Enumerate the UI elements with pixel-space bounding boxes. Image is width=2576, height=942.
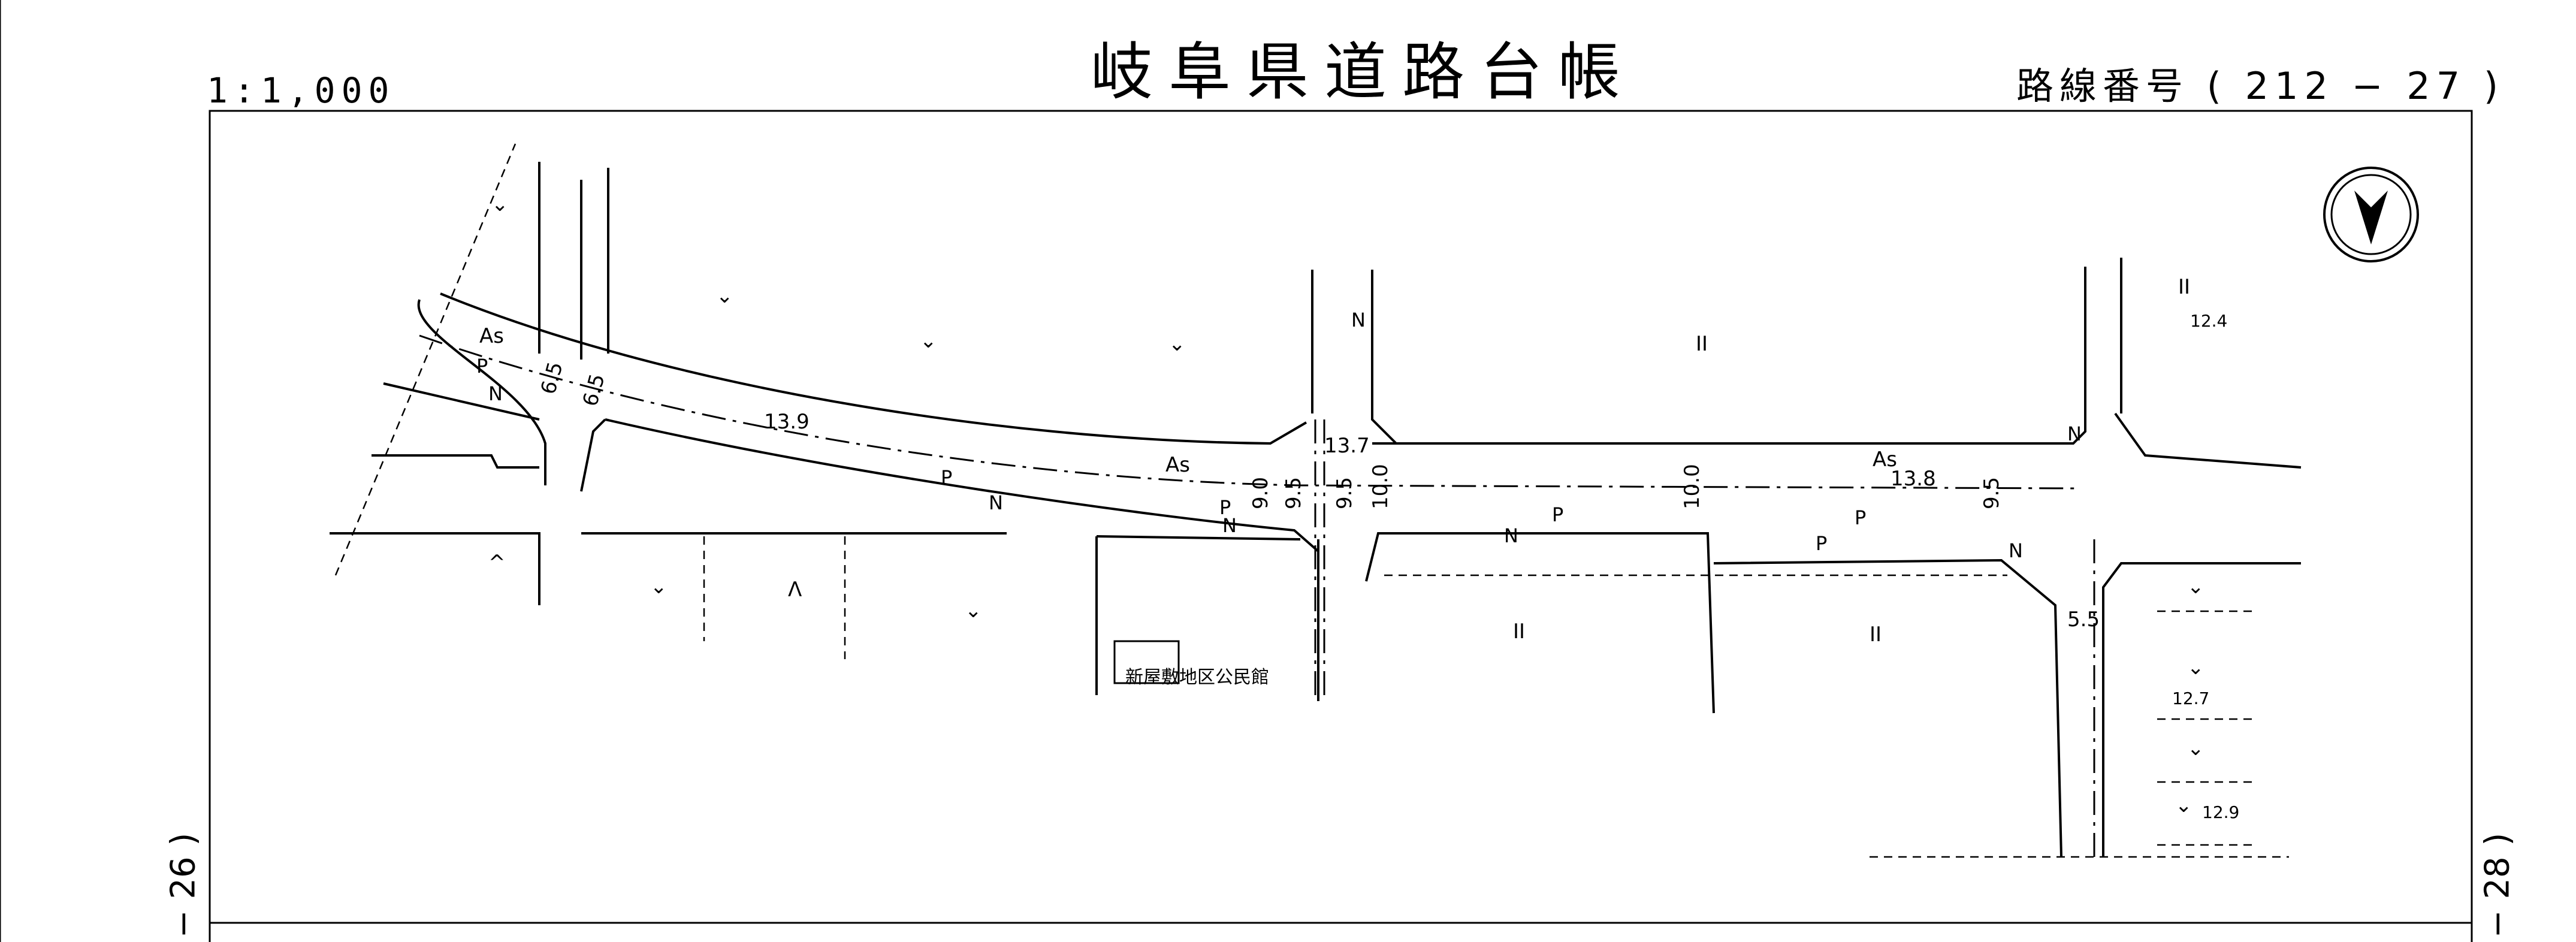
symbol-label: N: [1504, 524, 1518, 547]
elevation-label: 12.7: [2172, 689, 2209, 708]
surface-label-group: As As As: [479, 324, 1897, 477]
symbol-label: P: [1855, 506, 1866, 529]
symbol-label: P: [476, 355, 488, 378]
building-outline: [1113, 640, 1180, 684]
boundary-dashed: [334, 143, 2289, 858]
width-label: 9.0: [1249, 477, 1273, 509]
page-title: 岐阜県道路台帳: [1091, 35, 1636, 108]
surface-label: As: [479, 324, 504, 348]
field-symbol-icon: ⌄: [716, 284, 733, 308]
symbol-label: N: [488, 382, 503, 405]
symbol-label: N: [989, 491, 1003, 514]
building-label: 新屋敷地区公民館: [1125, 667, 1269, 688]
width-label: 9.5: [1282, 477, 1306, 509]
field-symbol-icon: ⌄: [2175, 793, 2193, 817]
field-symbol-icon: ⌄: [2187, 736, 2204, 760]
field-symbol-icon: ⌄: [650, 575, 668, 599]
road-centerline: [419, 334, 2095, 857]
field-symbol-icon: ⌄: [2187, 575, 2204, 599]
width-label: 6.5: [578, 372, 610, 409]
width-label: 9.5: [1980, 477, 2004, 509]
road-lines: [330, 162, 2302, 858]
surface-label: As: [1873, 448, 1897, 472]
paddy-symbol-icon: II: [1513, 620, 1525, 644]
symbol-label: P: [1552, 503, 1563, 526]
paddy-symbol-icon: II: [1696, 332, 1708, 356]
field-symbol-icon: ⌄: [965, 599, 982, 623]
symbol-label: N: [1351, 309, 1366, 331]
width-label: 13.7: [1324, 434, 1370, 458]
symbol-label: P: [1219, 496, 1231, 519]
field-symbol-icon: ⌄: [1168, 332, 1186, 356]
map-frame: [0, 0, 2473, 942]
width-label: 10.0: [1680, 464, 1704, 509]
width-label: 6.5: [536, 360, 568, 397]
width-label: 13.8: [1891, 467, 1936, 491]
route-number: 路線番号 ( 212 − 27 ): [2016, 64, 2505, 108]
symbol-label: N: [2067, 422, 2082, 445]
width-label: 10.0: [1369, 464, 1393, 509]
orchard-symbol-icon: Λ: [788, 578, 802, 602]
map-scale: 1:1,000: [207, 70, 395, 111]
width-label: 5.5: [2067, 608, 2100, 632]
symbol-label: N: [1222, 514, 1237, 537]
paddy-symbol-icon: II: [2178, 275, 2190, 299]
field-symbol-icon: ⌄: [920, 329, 937, 353]
north-arrow-icon: [2323, 167, 2419, 262]
elevation-label: 12.4: [2190, 311, 2227, 331]
field-symbol-icon: ⌄: [2187, 656, 2204, 680]
surface-label: As: [1165, 453, 1190, 477]
symbol-label: N: [2009, 539, 2023, 562]
width-label: 13.9: [764, 410, 810, 434]
symbol-label: P: [1816, 532, 1827, 555]
symbol-label: P: [941, 466, 952, 489]
orchard-symbol-icon: ^: [488, 551, 506, 575]
symbol-label-group: P N P N P N P N P P N N N: [476, 309, 2082, 562]
land-use-symbols: ⌄ ⌄ ⌄ ⌄ ⌄ ⌄ ⌄ ⌄ ⌄ ⌄ ^ Λ II II II II: [488, 192, 2204, 817]
paddy-symbol-icon: II: [1870, 623, 1882, 647]
elevation-label: 12.9: [2202, 802, 2239, 822]
width-label: 9.5: [1333, 477, 1357, 509]
field-symbol-icon: ⌄: [491, 192, 509, 216]
elevation-label-group: 12.4 12.7 12.9: [2172, 311, 2239, 822]
